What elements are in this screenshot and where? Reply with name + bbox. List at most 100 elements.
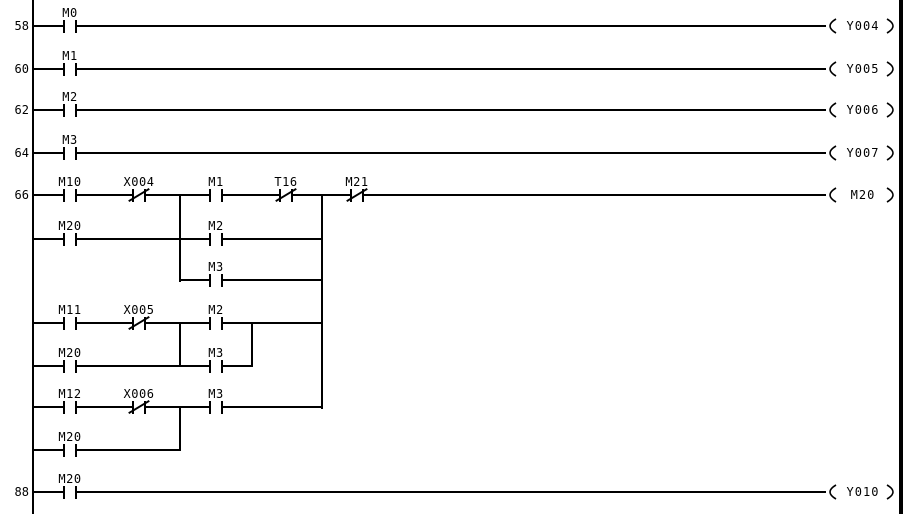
right-power-rail: [899, 0, 903, 514]
coil-open-bracket-icon: [824, 187, 838, 203]
contact-bar: [221, 233, 223, 246]
contact-bar: [221, 189, 223, 202]
wire-vertical-branch: [179, 406, 181, 451]
contact-bar: [75, 360, 77, 373]
coil-M20[interactable]: M20: [824, 187, 900, 203]
wire-horizontal: [179, 279, 323, 281]
wire-horizontal: [33, 406, 323, 408]
contact-no-M2[interactable]: [63, 104, 77, 117]
contact-label: M20: [58, 430, 82, 444]
contact-label: M21: [345, 175, 369, 189]
contact-bar: [209, 233, 211, 246]
contact-bar: [63, 147, 65, 160]
wire-horizontal: [33, 238, 323, 240]
contact-label: M20: [58, 219, 82, 233]
coil-close-bracket-icon: [885, 102, 899, 118]
coil-open-bracket-icon: [824, 102, 838, 118]
wire-vertical-branch: [251, 322, 253, 367]
coil-Y010[interactable]: Y010: [824, 484, 900, 500]
coil-Y005[interactable]: Y005: [824, 61, 900, 77]
contact-no-M20[interactable]: [63, 233, 77, 246]
contact-bar: [350, 189, 352, 202]
wire-horizontal: [33, 491, 826, 493]
contact-bar: [132, 189, 134, 202]
contact-no-M3[interactable]: [63, 147, 77, 160]
contact-bar: [75, 104, 77, 117]
contact-bar: [75, 63, 77, 76]
contact-no-M3[interactable]: [209, 401, 223, 414]
contact-bar: [209, 401, 211, 414]
contact-no-M3[interactable]: [209, 274, 223, 287]
contact-bar: [221, 317, 223, 330]
rung-number: 60: [14, 62, 29, 76]
contact-bar: [75, 189, 77, 202]
coil-Y004[interactable]: Y004: [824, 18, 900, 34]
wire-horizontal: [33, 449, 181, 451]
contact-bar: [291, 189, 293, 202]
contact-label: M2: [208, 219, 224, 233]
contact-bar: [63, 444, 65, 457]
rung-number: 62: [14, 103, 29, 117]
contact-no-M20[interactable]: [63, 486, 77, 499]
contact-bar: [362, 189, 364, 202]
contact-bar: [63, 20, 65, 33]
contact-label: M0: [62, 6, 78, 20]
contact-label: M12: [58, 387, 82, 401]
contact-label: M1: [62, 49, 78, 63]
coil-label: Y006: [846, 103, 880, 117]
contact-bar: [209, 360, 211, 373]
contact-bar: [144, 189, 146, 202]
coil-close-bracket-icon: [885, 18, 899, 34]
wire-horizontal: [33, 322, 323, 324]
rung-number: 66: [14, 188, 29, 202]
left-power-rail: [32, 0, 34, 514]
contact-label: M10: [58, 175, 82, 189]
contact-label: M2: [62, 90, 78, 104]
contact-label: M3: [208, 387, 224, 401]
contact-bar: [63, 401, 65, 414]
contact-bar: [221, 401, 223, 414]
contact-bar: [132, 317, 134, 330]
contact-bar: [279, 189, 281, 202]
contact-bar: [75, 486, 77, 499]
contact-bar: [63, 317, 65, 330]
contact-label: M3: [62, 133, 78, 147]
coil-close-bracket-icon: [885, 484, 899, 500]
coil-Y007[interactable]: Y007: [824, 145, 900, 161]
contact-no-M2[interactable]: [209, 317, 223, 330]
contact-no-M0[interactable]: [63, 20, 77, 33]
contact-no-M3[interactable]: [209, 360, 223, 373]
contact-label: M20: [58, 472, 82, 486]
contact-bar: [144, 401, 146, 414]
coil-label: Y005: [846, 62, 880, 76]
contact-bar: [209, 274, 211, 287]
wire-vertical-branch: [179, 322, 181, 367]
coil-label: Y010: [846, 485, 880, 499]
coil-label: M20: [850, 188, 876, 202]
contact-no-M10[interactable]: [63, 189, 77, 202]
contact-bar: [209, 317, 211, 330]
contact-label: M20: [58, 346, 82, 360]
contact-no-M1[interactable]: [63, 63, 77, 76]
contact-bar: [75, 401, 77, 414]
contact-label: M1: [208, 175, 224, 189]
coil-open-bracket-icon: [824, 61, 838, 77]
contact-no-M2[interactable]: [209, 233, 223, 246]
coil-label: Y007: [846, 146, 880, 160]
contact-label: T16: [274, 175, 298, 189]
contact-no-M12[interactable]: [63, 401, 77, 414]
wire-vertical-branch: [179, 194, 181, 282]
contact-bar: [63, 189, 65, 202]
contact-bar: [63, 104, 65, 117]
coil-close-bracket-icon: [885, 187, 899, 203]
contact-label: M3: [208, 260, 224, 274]
contact-bar: [209, 189, 211, 202]
contact-bar: [63, 486, 65, 499]
contact-no-M1[interactable]: [209, 189, 223, 202]
contact-no-M20[interactable]: [63, 360, 77, 373]
contact-no-M11[interactable]: [63, 317, 77, 330]
contact-no-M20[interactable]: [63, 444, 77, 457]
coil-Y006[interactable]: Y006: [824, 102, 900, 118]
contact-bar: [132, 401, 134, 414]
